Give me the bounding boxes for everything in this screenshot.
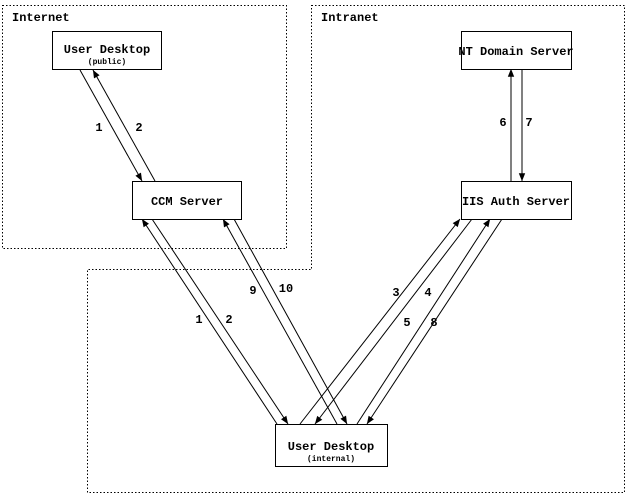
node-iis-auth-server: IIS Auth Server bbox=[461, 181, 572, 220]
arrow-label-3: 3 bbox=[392, 286, 399, 300]
user-desktop-public-subtitle: (public) bbox=[88, 58, 126, 67]
user-desktop-internal-subtitle: (internal) bbox=[307, 455, 355, 464]
node-nt-domain-server: NT Domain Server bbox=[458, 31, 574, 70]
arrow-2-ccm-server-to-internal-desktop bbox=[151, 218, 289, 425]
arrow-label-10: 10 bbox=[279, 282, 293, 296]
arrow-8-iis-auth-server-to-internal-desktop bbox=[366, 218, 503, 425]
arrow-label-1-internal: 1 bbox=[195, 313, 202, 327]
ccm-server-box bbox=[132, 181, 242, 220]
arrow-label-5: 5 bbox=[403, 316, 410, 330]
nt-domain-server-title: NT Domain Server bbox=[458, 45, 573, 59]
arrow-3-internal-desktop-to-iis-auth-server bbox=[299, 218, 461, 425]
arrow-10-ccm-server-to-internal-desktop bbox=[233, 218, 348, 425]
arrow-5-internal-desktop-to-iis-auth-server bbox=[356, 218, 491, 425]
user-desktop-internal-title: User Desktop bbox=[288, 440, 374, 454]
arrow-label-2-public: 2 bbox=[135, 121, 142, 135]
arrow-2-ccm-server-to-public-desktop bbox=[92, 69, 156, 182]
node-user-desktop-internal: User Desktop (internal) bbox=[275, 424, 388, 467]
internet-region-border bbox=[2, 5, 287, 249]
intranet-region-label: Intranet bbox=[321, 11, 379, 25]
user-desktop-public-box bbox=[52, 31, 162, 70]
intranet-region-border bbox=[87, 5, 625, 493]
node-ccm-server: CCM Server bbox=[132, 181, 242, 220]
node-user-desktop-public: User Desktop (public) bbox=[52, 31, 162, 70]
arrow-1-public-desktop-to-ccm-server bbox=[79, 69, 143, 182]
arrow-9-internal-desktop-to-ccm-server bbox=[222, 218, 338, 425]
internet-region-label: Internet bbox=[12, 11, 70, 25]
ccm-server-title: CCM Server bbox=[151, 195, 223, 209]
arrow-label-9: 9 bbox=[249, 284, 256, 298]
iis-auth-server-title: IIS Auth Server bbox=[462, 195, 570, 209]
nt-domain-server-box bbox=[461, 31, 572, 70]
arrow-label-6: 6 bbox=[499, 116, 506, 130]
arrow-4-iis-auth-server-to-internal-desktop bbox=[314, 218, 473, 425]
arrow-label-2-internal: 2 bbox=[225, 313, 232, 327]
arrow-label-8: 8 bbox=[430, 316, 437, 330]
iis-auth-server-box bbox=[461, 181, 572, 220]
arrow-label-7: 7 bbox=[525, 116, 532, 130]
user-desktop-internal-box bbox=[275, 424, 388, 467]
user-desktop-public-title: User Desktop bbox=[64, 43, 150, 57]
arrow-label-1-public: 1 bbox=[95, 121, 102, 135]
arrow-label-4: 4 bbox=[424, 286, 431, 300]
arrow-1-internal-desktop-to-ccm-server bbox=[141, 218, 278, 425]
